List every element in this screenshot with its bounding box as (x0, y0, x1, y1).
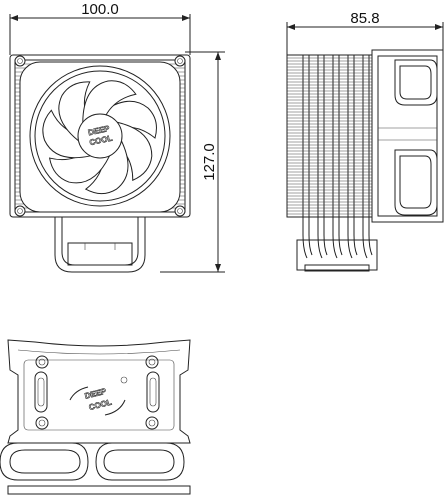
bottom-view: DEEP COOL (0, 339, 191, 495)
heatpipe (332, 55, 338, 259)
fan-blade (82, 80, 137, 123)
heatpipe (347, 55, 353, 259)
heatpipe (353, 55, 358, 256)
screw-icon (14, 55, 186, 217)
heatpipe (323, 55, 328, 256)
dimension-width-label: 100.0 (81, 1, 119, 18)
heatpipe (368, 55, 373, 256)
dimension-front-width: 100.0 (9, 1, 191, 55)
mount-hole-icon (35, 355, 159, 430)
side-view (286, 49, 444, 272)
dimension-depth-label: 85.8 (350, 10, 379, 27)
heatpipe (362, 55, 368, 259)
heatpipe (302, 55, 308, 259)
dimension-height-label: 127.0 (201, 143, 218, 181)
front-view: DEEP COOL (9, 54, 191, 273)
dimension-side-depth: 85.8 (286, 10, 444, 55)
heatpipe (308, 55, 313, 256)
heatpipe (338, 55, 343, 256)
heatpipe (317, 55, 323, 259)
dimension-height: 127.0 (160, 51, 225, 273)
